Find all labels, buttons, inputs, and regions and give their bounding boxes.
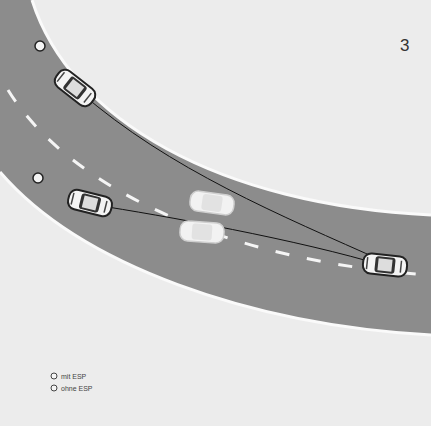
legend-row: mit ESP [50,372,86,380]
legend-text: mit ESP [61,373,86,380]
legend-row: ohne ESP [50,384,93,392]
figure-number: 3 [400,36,409,56]
legend-marker [50,372,58,380]
legend-marker [50,384,58,392]
legend-text: ohne ESP [61,385,93,392]
